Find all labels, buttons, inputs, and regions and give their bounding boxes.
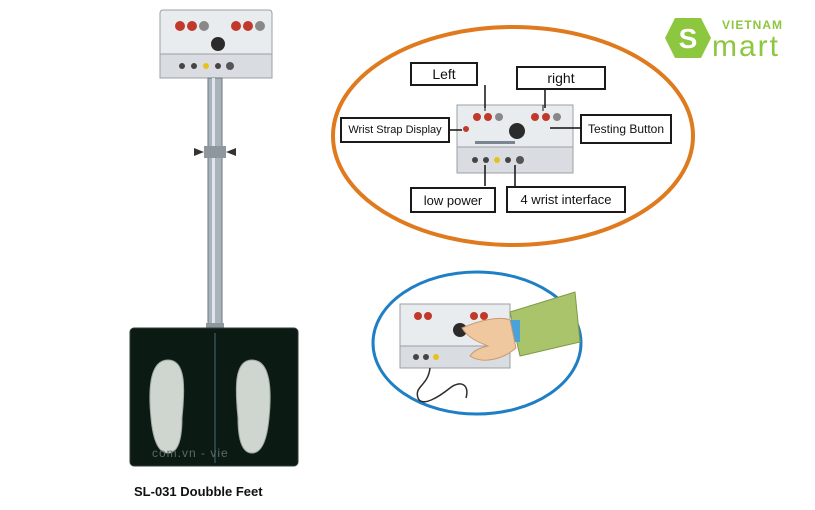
control-box-illustration	[456, 104, 574, 174]
callout-wrist-interface: 4 wrist interface	[506, 186, 626, 213]
product-caption: SL-031 Doubble Feet	[134, 484, 263, 499]
logo-top-text: VIETNAM	[722, 18, 783, 32]
callout-left: Left	[410, 62, 478, 86]
tester-stand-illustration	[129, 9, 299, 467]
callout-testing-button: Testing Button	[580, 114, 672, 144]
svg-text:S: S	[679, 23, 698, 54]
callout-wrist-strap-display: Wrist Strap Display	[340, 117, 450, 143]
callout-right: right	[516, 66, 606, 90]
foot-plate-icon	[235, 359, 271, 454]
vietnam-smart-logo: S	[665, 18, 711, 58]
logo-main-text: mart	[712, 30, 780, 63]
foot-plate-icon	[149, 359, 185, 454]
watermark-text: com.vn - vie	[152, 446, 229, 460]
callout-connectors	[450, 85, 580, 186]
hand-pressing-button-illustration	[371, 270, 583, 416]
orange-ring	[331, 25, 695, 247]
callout-low-power: low power	[410, 187, 496, 213]
